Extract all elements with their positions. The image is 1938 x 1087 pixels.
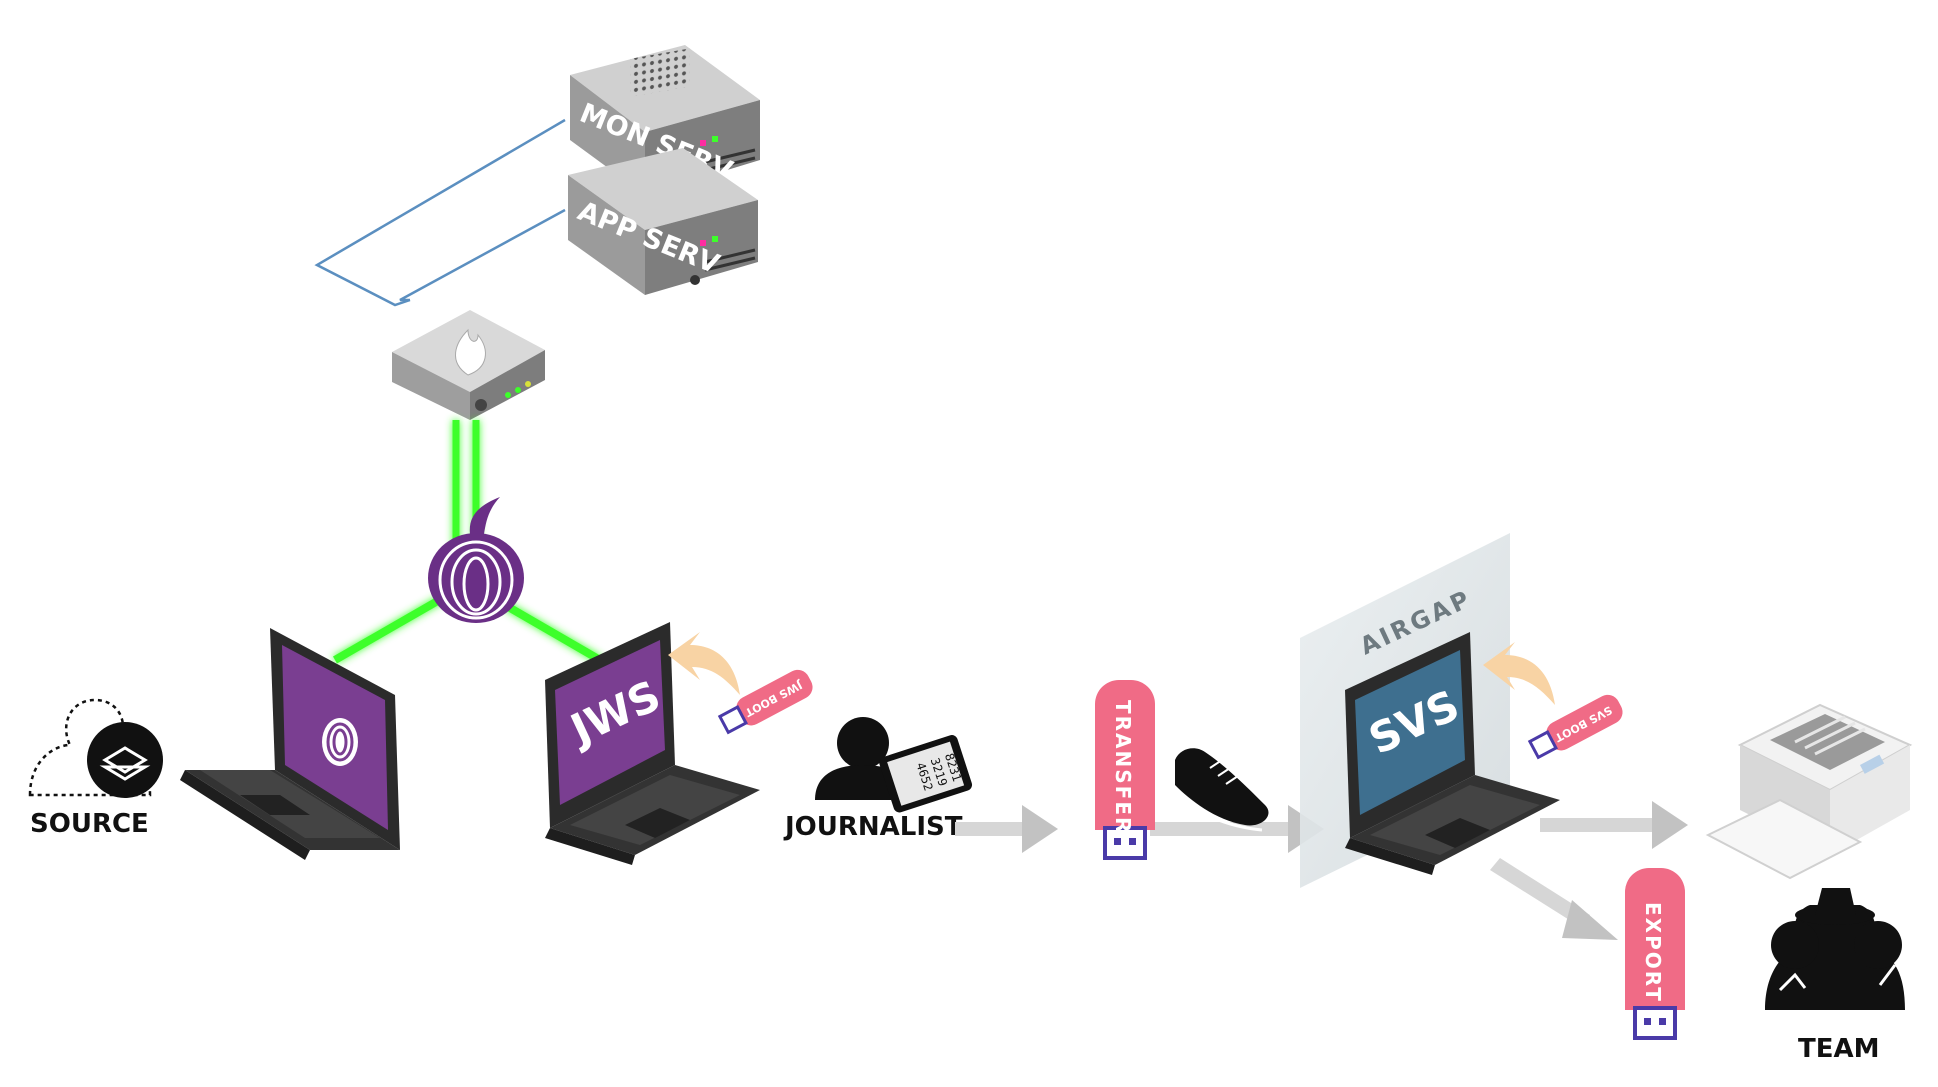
svs-laptop: SVS [1345,632,1560,875]
jws-laptop: JWS [545,622,760,865]
journalist-person: 4652 3219 8231 JOURNALIST [783,717,973,842]
insert-hint-arrow [1483,642,1555,705]
phone-icon: 4652 3219 8231 [879,735,973,813]
team-label: TEAM [1798,1034,1880,1064]
printer-icon [1705,703,1913,880]
arrow-icon [955,805,1058,853]
onion-icon [428,497,524,623]
arrow-icon [1540,801,1688,849]
admin-links [314,118,566,307]
journalist-label: JOURNALIST [783,812,963,842]
flame-icon [455,328,486,376]
transfer-usb-drive: TRANSFER [1095,680,1155,860]
source-laptop [180,628,400,860]
firewall-device [392,310,545,420]
arrow-icon [1490,858,1618,940]
transfer-label: TRANSFER [1111,700,1135,834]
shoe-icon [1168,748,1269,832]
flow-arrows [955,801,1688,940]
source-person: SOURCE [28,698,163,839]
tor-links [333,420,603,664]
tor-browser-icon [322,718,358,766]
insert-hint-arrow [668,632,740,695]
export-usb-drive: EXPORT [1625,868,1685,1040]
svs-boot-usb: SVS BOOT [1527,694,1623,760]
source-label: SOURCE [30,809,149,839]
team-icon: TEAM [1765,888,1905,1064]
export-label: EXPORT [1641,902,1665,1003]
